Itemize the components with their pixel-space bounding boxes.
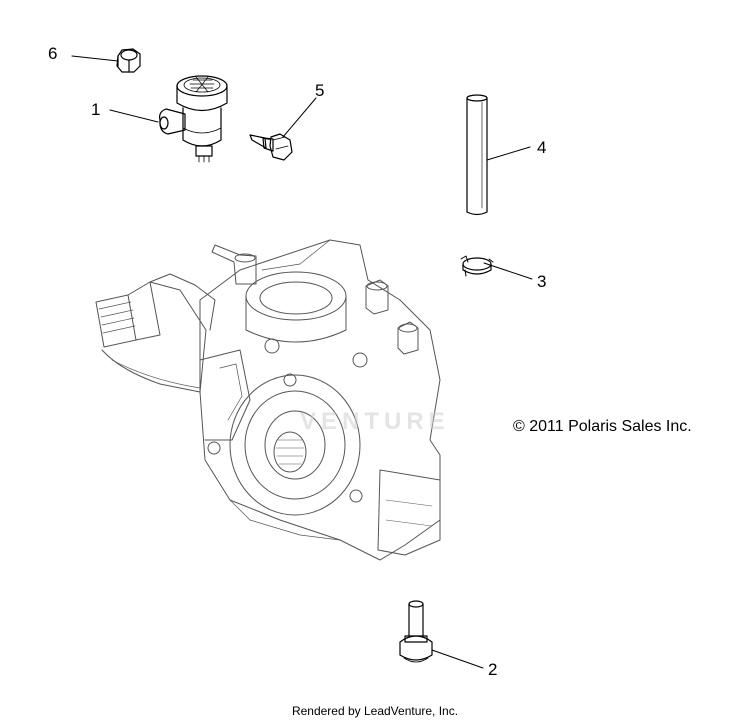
leader-lines [71, 55, 533, 669]
part-6-nut[interactable] [116, 48, 141, 73]
copyright-text: © 2011 Polaris Sales Inc. [513, 418, 692, 435]
part-4-tube[interactable] [466, 94, 488, 216]
watermark-text: VENTURE [300, 408, 450, 435]
callout-4[interactable]: 4 [537, 138, 547, 157]
part-5-bolt[interactable] [249, 133, 293, 161]
callout-5[interactable]: 5 [315, 81, 325, 100]
callout-3[interactable]: 3 [537, 272, 547, 291]
part-1-reservoir[interactable] [159, 75, 228, 163]
gearcase-assembly [95, 239, 441, 561]
callout-6[interactable]: 6 [48, 44, 58, 63]
part-3-clamp[interactable] [460, 255, 494, 277]
part-2-bolt[interactable] [399, 600, 433, 663]
callout-2[interactable]: 2 [488, 660, 498, 679]
footer-credit: Rendered by LeadVenture, Inc. [291, 704, 459, 718]
callout-1[interactable]: 1 [91, 100, 101, 119]
